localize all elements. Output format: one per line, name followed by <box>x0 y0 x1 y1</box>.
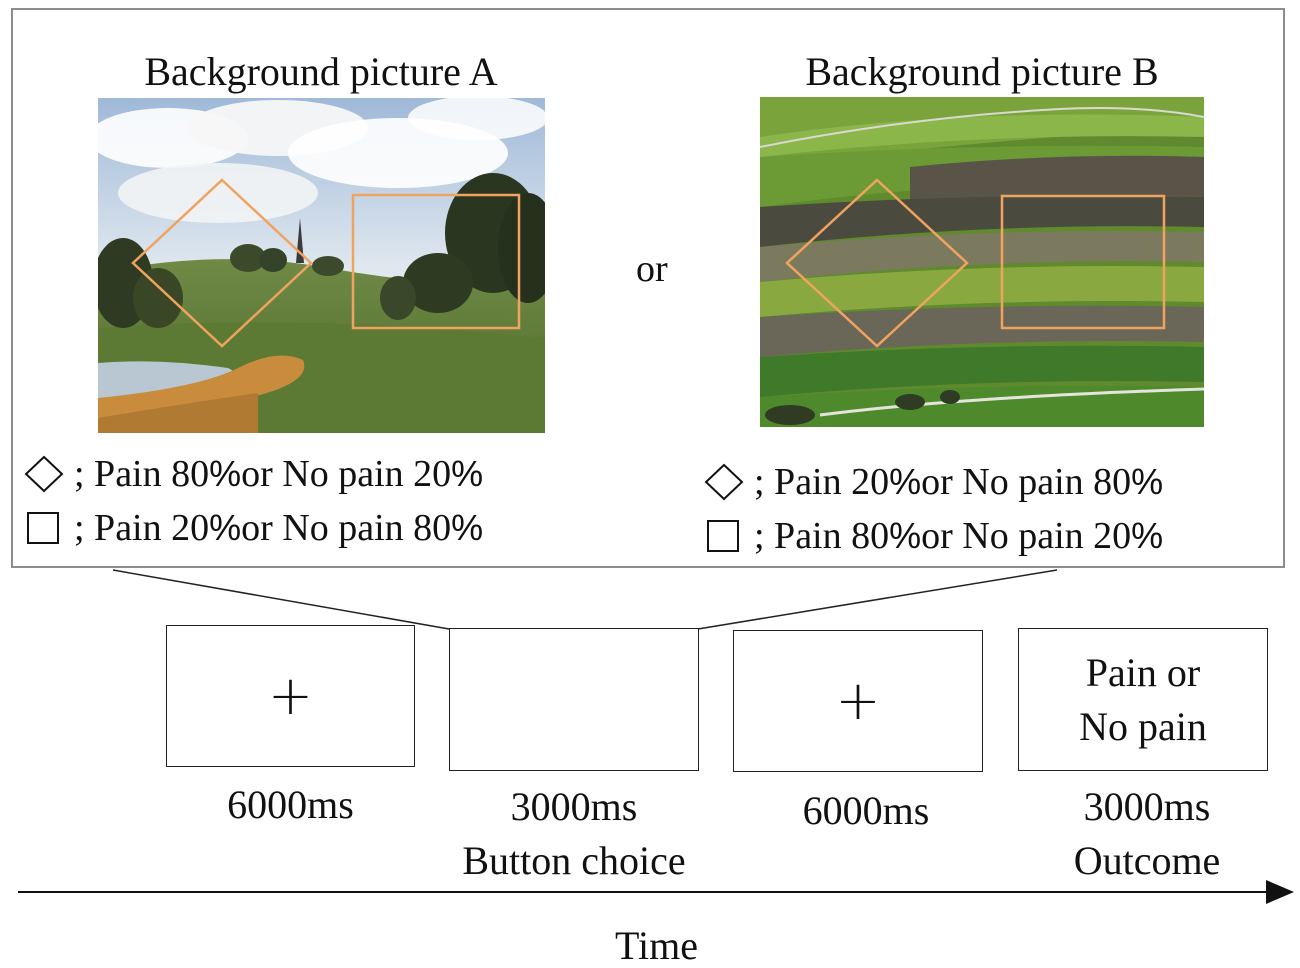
fixation-cross: + <box>835 669 881 732</box>
square-icon <box>702 516 748 556</box>
screen-fixation-2: + <box>733 630 983 772</box>
rule-a-square: ; Pain 20% or No pain 80% <box>22 508 483 548</box>
duration-label: 3000ms <box>510 784 638 829</box>
caption-label: Outcome <box>1073 838 1221 883</box>
duration-label: 3000ms <box>1083 784 1211 829</box>
picture-a-title: Background picture A <box>144 49 498 94</box>
duration-label: 6000ms <box>227 782 354 827</box>
rule-a-diamond: ; Pain 80% or No pain 20% <box>22 454 483 494</box>
square-icon <box>22 508 68 548</box>
fixation-cross: + <box>267 664 314 727</box>
picture-b-title: Background picture B <box>805 49 1159 94</box>
background-picture-b <box>760 97 1204 427</box>
caption-label: Button choice <box>462 838 686 883</box>
connector-left <box>112 569 450 630</box>
rule-b-square: ; Pain 80% or No pain 20% <box>702 516 1163 556</box>
connector-right <box>697 569 1058 630</box>
diamond-icon <box>702 462 748 502</box>
time-axis-label: Time <box>615 923 699 968</box>
screen-fixation-1: + <box>166 625 415 767</box>
duration-label: 6000ms <box>802 788 930 833</box>
screen-outcome: Pain or No pain <box>1018 628 1268 771</box>
screen-choice <box>449 628 699 771</box>
background-picture-a <box>98 98 545 433</box>
or-label: or <box>636 248 668 290</box>
diamond-icon <box>22 454 68 494</box>
rule-b-diamond: ; Pain 20% or No pain 80% <box>702 462 1163 502</box>
